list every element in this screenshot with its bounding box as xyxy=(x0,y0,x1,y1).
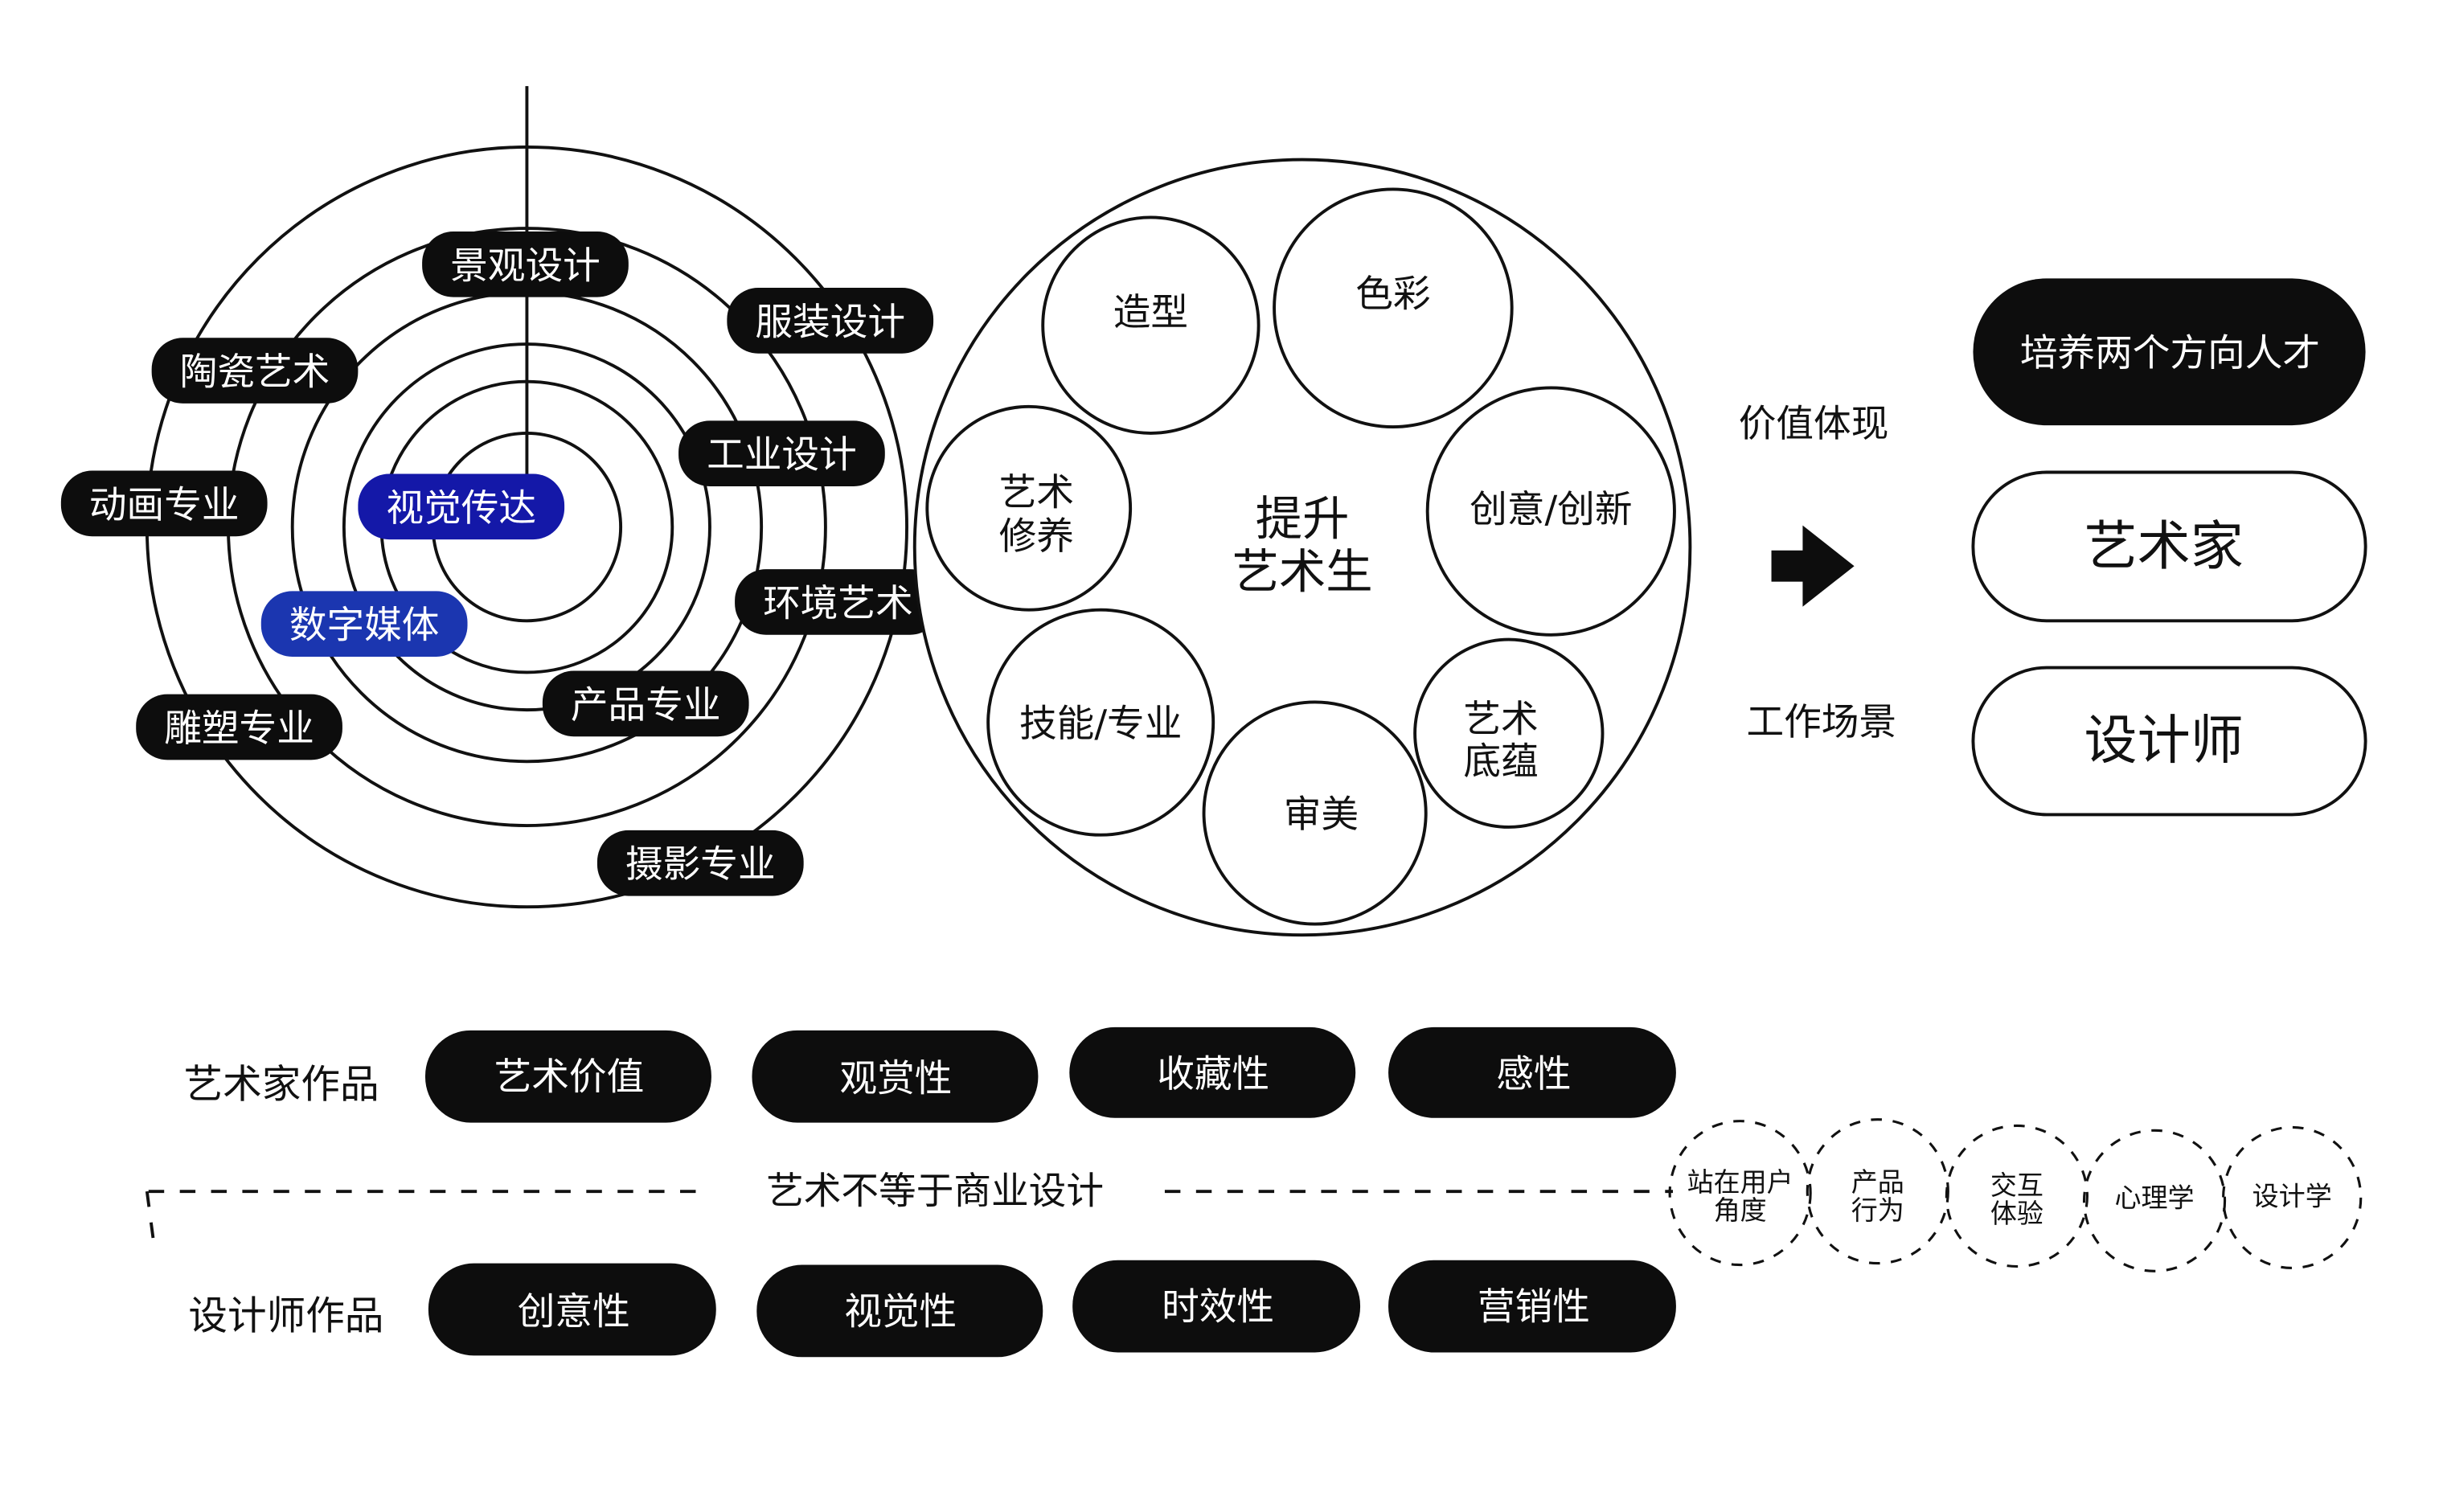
ring-label: 环境艺术 xyxy=(735,569,941,635)
ring-label: 动画专业 xyxy=(60,470,268,537)
ring-label: 产品专业 xyxy=(542,670,749,737)
svg-text:工业设计: 工业设计 xyxy=(707,434,857,477)
designer-work-pill: 时效性 xyxy=(1072,1260,1361,1353)
artist-works-label: 艺术家作品 xyxy=(184,1062,379,1107)
core-item: 造型 xyxy=(1113,292,1188,335)
svg-text:服装设计: 服装设计 xyxy=(755,301,905,344)
svg-text:创意性: 创意性 xyxy=(518,1290,630,1334)
designer-works-label: 设计师作品 xyxy=(188,1293,383,1338)
divider-text: 艺术不等于商业设计 xyxy=(766,1170,1104,1214)
designer-work-pill: 视觉性 xyxy=(756,1264,1043,1358)
artist-work-pill: 收藏性 xyxy=(1069,1026,1356,1118)
ring-label: 雕塑专业 xyxy=(136,694,342,760)
svg-text:数字媒体: 数字媒体 xyxy=(289,604,440,648)
svg-text:培养两个方向人才: 培养两个方向人才 xyxy=(2020,332,2320,375)
svg-text:雕塑专业: 雕塑专业 xyxy=(164,707,314,751)
arrow-right-icon xyxy=(1771,525,1855,607)
core-center-line1: 提升 xyxy=(1256,491,1350,546)
design-field: 交互 xyxy=(1990,1170,2043,1201)
design-field: 体验 xyxy=(1990,1198,2043,1229)
designer-work-pill: 营销性 xyxy=(1388,1260,1676,1353)
svg-text:艺术家: 艺术家 xyxy=(2084,515,2244,577)
svg-text:观赏性: 观赏性 xyxy=(839,1058,952,1101)
ring-label-highlight: 视觉传达 xyxy=(358,473,565,540)
svg-text:设计师: 设计师 xyxy=(2084,709,2244,771)
svg-text:动画专业: 动画专业 xyxy=(89,484,240,527)
designer-pill: 设计师 xyxy=(1971,666,2367,817)
designer-work-pill: 创意性 xyxy=(428,1263,716,1356)
svg-text:摄影专业: 摄影专业 xyxy=(625,843,776,887)
ring-label: 工业设计 xyxy=(678,420,885,487)
core-circle xyxy=(912,158,1692,937)
design-field: 站在用户 xyxy=(1687,1166,1793,1198)
core-item: 审美 xyxy=(1284,793,1359,837)
svg-text:时效性: 时效性 xyxy=(1162,1286,1274,1330)
ring-label: 陶瓷艺术 xyxy=(151,338,359,404)
core-texts: 提升 艺术生 造型 色彩 艺术 修养 创意/创新 技能/专业 艺术 底蕴 审美 xyxy=(999,272,1633,837)
core-center-line2: 艺术生 xyxy=(1232,544,1373,599)
design-field: 心理学 xyxy=(2114,1182,2194,1214)
core-item: 底蕴 xyxy=(1463,740,1538,784)
artist-work-pill: 观赏性 xyxy=(752,1030,1039,1123)
ring-label: 景观设计 xyxy=(422,231,629,297)
divider xyxy=(145,1190,1674,1252)
core-item: 色彩 xyxy=(1355,272,1430,316)
artist-work-pill: 感性 xyxy=(1388,1026,1676,1118)
value-label: 价值体现 xyxy=(1739,403,1889,446)
design-field-texts: 站在用户 角度 产品 行为 交互 体验 心理学 设计学 xyxy=(1687,1166,2332,1229)
work-label: 工作场景 xyxy=(1746,701,1896,744)
svg-text:艺术价值: 艺术价值 xyxy=(494,1056,645,1100)
core-item: 艺术 xyxy=(1463,698,1538,741)
svg-text:感性: 感性 xyxy=(1496,1053,1571,1096)
svg-text:营销性: 营销性 xyxy=(1478,1286,1590,1330)
svg-text:收藏性: 收藏性 xyxy=(1157,1053,1269,1096)
artist-pill: 艺术家 xyxy=(1971,470,2367,623)
design-field: 设计学 xyxy=(2252,1181,2332,1212)
core-item: 艺术 xyxy=(999,471,1074,514)
ring-label: 摄影专业 xyxy=(596,830,804,896)
svg-text:产品专业: 产品专业 xyxy=(571,684,721,727)
design-field: 行为 xyxy=(1851,1194,1904,1226)
ring-labels: 景观设计 服装设计 陶瓷艺术 工业设计 动画专业 视觉传达 环境艺术 数字媒体 … xyxy=(60,231,941,896)
svg-text:视觉传达: 视觉传达 xyxy=(386,487,536,531)
core-item: 创意/创新 xyxy=(1470,489,1632,532)
ring-label-highlight: 数字媒体 xyxy=(260,591,468,658)
ring-label: 服装设计 xyxy=(727,288,934,354)
svg-text:视觉性: 视觉性 xyxy=(844,1290,957,1334)
design-fields xyxy=(1668,1118,2363,1272)
design-field: 角度 xyxy=(1714,1194,1767,1226)
core-item: 修养 xyxy=(999,515,1074,559)
artist-work-pill: 艺术价值 xyxy=(425,1030,711,1123)
svg-text:环境艺术: 环境艺术 xyxy=(763,582,913,625)
goal-pill: 培养两个方向人才 xyxy=(1973,278,2366,426)
svg-text:陶瓷艺术: 陶瓷艺术 xyxy=(180,351,330,395)
core-item: 技能/专业 xyxy=(1019,703,1182,746)
design-field: 产品 xyxy=(1851,1166,1904,1198)
svg-text:景观设计: 景观设计 xyxy=(450,244,601,288)
